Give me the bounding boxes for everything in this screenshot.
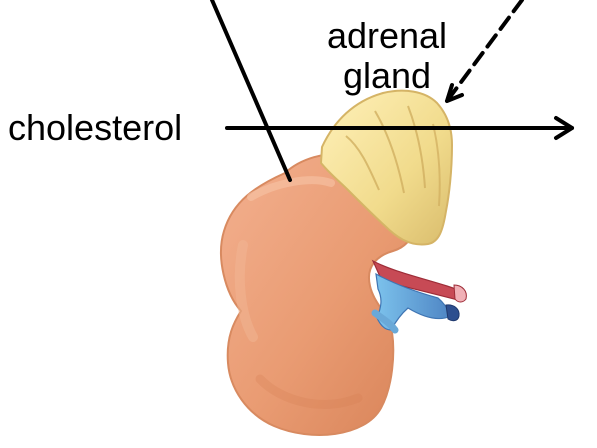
adrenal-label-line1: adrenal [312, 18, 462, 54]
renal-vein-end [446, 305, 459, 321]
renal-artery-end [454, 285, 466, 302]
cholesterol-label: cholesterol [8, 110, 182, 146]
solid-diagonal-line [212, 0, 290, 180]
adrenal-label-line2: gland [312, 58, 462, 94]
